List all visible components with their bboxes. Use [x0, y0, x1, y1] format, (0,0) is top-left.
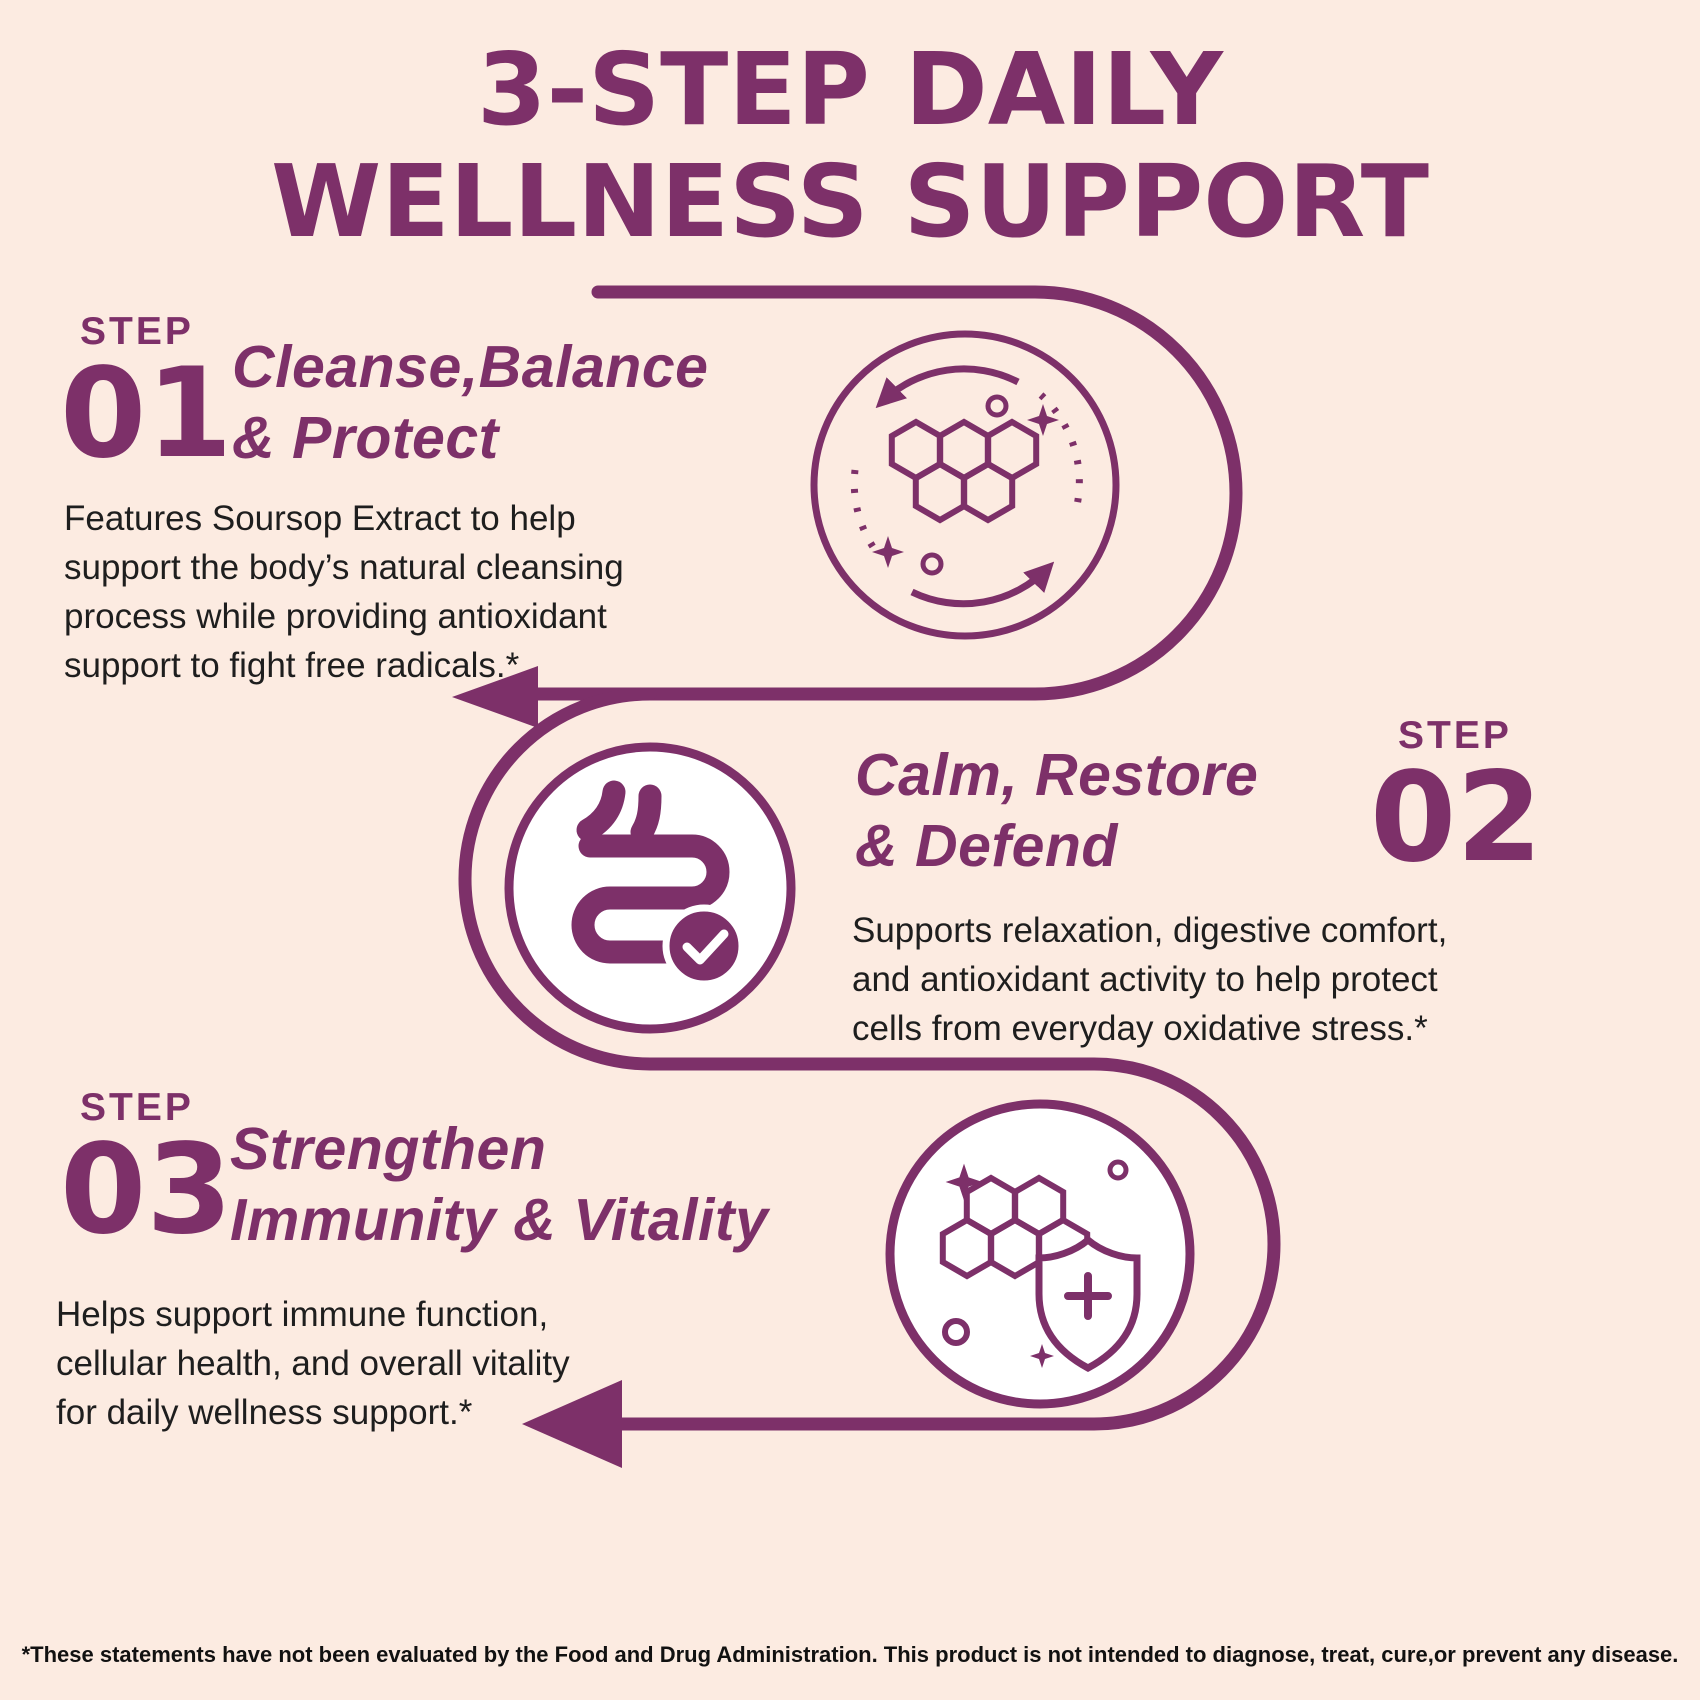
step-2-label: STEP — [1398, 714, 1512, 757]
sparkle-icon — [872, 536, 904, 568]
step-2-body: Supports relaxation, digestive comfort, … — [852, 911, 1448, 1048]
immunity-shield-hexagon-icon — [885, 1099, 1195, 1409]
page-title: 3-STEP DAILY WELLNESS SUPPORT — [0, 34, 1700, 258]
digestive-comfort-check-icon — [504, 742, 796, 1034]
title-line-1: 3-STEP DAILY — [477, 31, 1223, 148]
step-1-body: Features Soursop Extract to help support… — [64, 499, 624, 685]
step-2-number: 02 — [1370, 746, 1543, 890]
title-line-2: WELLNESS SUPPORT — [271, 143, 1429, 260]
cleanse-cycle-hexagon-icon — [810, 330, 1120, 640]
dot-icon — [1107, 1159, 1129, 1181]
step-1-heading: Cleanse,Balance & Protect — [232, 334, 709, 471]
dot-icon — [920, 552, 944, 576]
dot-icon — [942, 1318, 970, 1346]
step-3-body: Helps support immune function, cellular … — [56, 1295, 570, 1432]
flow-path-top — [528, 285, 1243, 701]
step-1-number: 01 — [60, 342, 233, 486]
step-1-label: STEP — [80, 310, 194, 353]
sparkle-icon — [1027, 404, 1059, 436]
check-icon — [682, 929, 729, 965]
intestine-icon — [571, 780, 730, 964]
sparkle-icon — [945, 1163, 983, 1201]
check-badge — [662, 904, 746, 988]
step-2-heading: Calm, Restore & Defend — [855, 742, 1259, 879]
hexagon-cluster-icon — [888, 418, 1040, 524]
cycle-arrow-bottom — [910, 561, 1055, 608]
flow-path-bottom — [458, 687, 1281, 1431]
step-3-heading: Strengthen Immunity & Vitality — [230, 1116, 769, 1253]
step-3-label: STEP — [80, 1086, 194, 1129]
arrowhead-to-step-3-icon — [522, 1380, 622, 1468]
sparkle-icon — [1030, 1344, 1054, 1368]
dot-icon — [985, 394, 1009, 418]
cycle-arrow-top — [875, 365, 1020, 409]
disclaimer: *These statements have not been evaluate… — [21, 1642, 1679, 1667]
shield-plus-icon — [1035, 1235, 1141, 1372]
arrowhead-to-step-2-icon — [452, 666, 538, 728]
step-3-number: 03 — [60, 1118, 233, 1262]
